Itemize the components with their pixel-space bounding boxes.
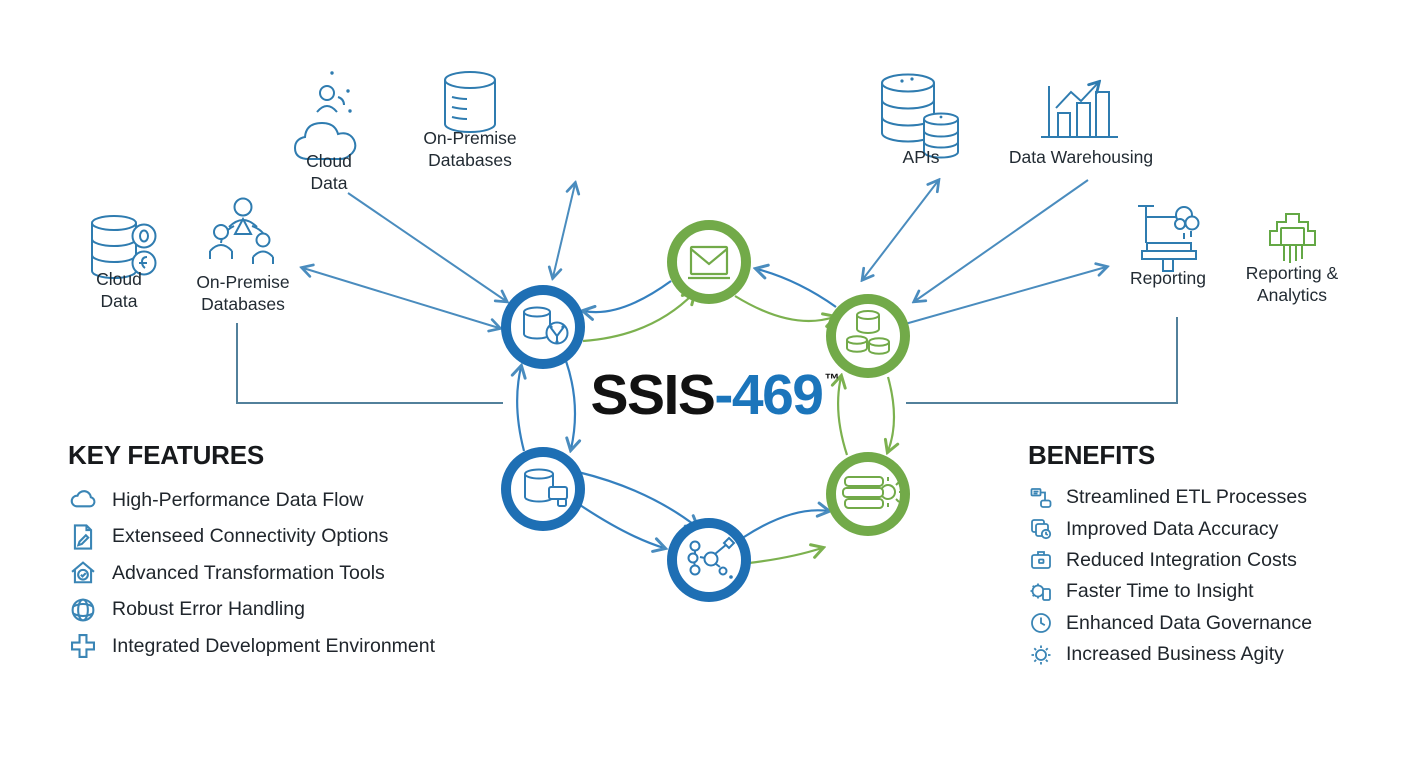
label-data-warehousing: Data Warehousing: [1008, 147, 1154, 167]
cloud-icon: [68, 485, 98, 515]
label-cloud-data-left: Cloud Data: [96, 269, 142, 312]
feature-item: Advanced Transformation Tools: [68, 555, 435, 592]
feature-label: Advanced Transformation Tools: [112, 561, 385, 584]
feature-label: Integrated Development Environment: [112, 634, 436, 657]
curve-coins-to-envelope: [757, 269, 837, 308]
database-badges-icon: [91, 215, 157, 279]
clock-icon: [1028, 610, 1054, 636]
arrow-cloud-top-to-hub: [347, 192, 506, 301]
feature-item: High-Performance Data Flow: [68, 482, 435, 519]
label-cloud-data-top: Cloud Data: [306, 151, 352, 194]
feature-item: Extenseed Connectivity Options: [68, 519, 435, 556]
label-reporting-analytics: Reporting & Analytics: [1245, 263, 1339, 306]
flow-arrows: [303, 180, 1106, 328]
curve-network-to-server-green: [748, 548, 822, 565]
left-l-connector: [236, 323, 503, 404]
feature-label: Extenseed Connectivity Options: [112, 525, 389, 548]
hub-node-database-share-ring: [501, 285, 585, 369]
document-pen-icon: [68, 522, 98, 552]
curve-dbcard-to-network-b: [579, 504, 664, 548]
benefit-label: Faster Time to Insight: [1066, 580, 1254, 603]
globe-icon: [68, 595, 98, 625]
feature-item: Integrated Development Environment: [68, 628, 435, 665]
analytics-chip-icon: [1269, 213, 1316, 263]
curve-db-up: [517, 367, 524, 452]
envelope-icon: [688, 245, 730, 280]
benefit-item: Streamlined ETL Processes: [1028, 482, 1312, 513]
curve-db-to-envelope: [582, 293, 694, 343]
database-share-icon: [523, 306, 569, 345]
key-features-panel: KEY FEATURES High-Performance Data Flow …: [68, 440, 435, 665]
benefits-heading: BENEFITS: [1028, 440, 1155, 470]
arrow-warehouse-to-hub: [915, 179, 1089, 301]
label-onprem-left: On-Premise Databases: [196, 272, 290, 315]
hub-cycle-blue-arrows: [517, 269, 837, 548]
trademark-symbol: ™: [824, 371, 840, 388]
benefit-item: Enhanced Data Governance: [1028, 608, 1312, 639]
curve-server-up: [838, 377, 849, 456]
home-check-icon: [68, 558, 98, 588]
report-press-icon: [1138, 205, 1200, 272]
label-apis: APIs: [902, 147, 940, 167]
arrow-hub-to-reporting: [904, 267, 1106, 325]
hub-node-database-card-ring: [501, 447, 585, 531]
coins-database-icon: [846, 310, 890, 355]
arrow-onprem-top-to-hub: [553, 184, 575, 277]
benefit-label: Reduced Integration Costs: [1066, 548, 1297, 571]
curve-envelope-to-coins: [734, 295, 834, 321]
feature-item: Robust Error Handling: [68, 592, 435, 629]
feature-label: High-Performance Data Flow: [112, 488, 364, 511]
database-icon: [444, 71, 496, 133]
benefit-label: Streamlined ETL Processes: [1066, 486, 1307, 509]
key-features-heading: KEY FEATURES: [68, 440, 265, 470]
benefit-label: Increased Business Agity: [1066, 643, 1284, 666]
bar-chart-trend-icon: [1041, 83, 1118, 138]
benefit-label: Improved Data Accuracy: [1066, 517, 1279, 540]
label-reporting: Reporting: [1130, 268, 1206, 288]
hub-node-coins-ring: [826, 294, 910, 378]
curve-coins-down: [888, 376, 894, 451]
briefcase-icon: [1028, 547, 1054, 573]
database-card-icon: [524, 468, 568, 507]
benefit-item: Increased Business Agity: [1028, 639, 1312, 670]
arrow-onprem-left-to-hub: [303, 268, 499, 328]
hub-node-envelope-ring: [667, 220, 751, 304]
dpad-icon: [68, 631, 98, 661]
curve-dbcard-to-network-a: [577, 470, 697, 527]
benefit-item: Reduced Integration Costs: [1028, 545, 1312, 576]
team-icon: [209, 197, 274, 264]
curve-envelope-to-db: [584, 280, 672, 312]
copy-clock-icon: [1028, 516, 1054, 542]
network-molecule-icon: [687, 536, 736, 579]
curve-network-to-server-blue: [743, 510, 828, 538]
server-burst-icon: [842, 476, 903, 509]
flowchart-icon: [1028, 485, 1054, 511]
label-onprem-top: On-Premise Databases: [423, 128, 517, 171]
sun-gear-icon: [1028, 642, 1054, 668]
title-text-accent: -469: [714, 363, 824, 427]
arrow-apis-to-hub: [863, 181, 938, 279]
hub-cycle-green-arrows: [582, 293, 894, 565]
feature-label: Robust Error Handling: [112, 598, 305, 621]
cloud-figure-icon: [293, 71, 357, 160]
benefits-panel: BENEFITS Streamlined ETL Processes Impro…: [1028, 440, 1312, 670]
stacked-databases-icon: [881, 73, 959, 159]
title-text-black: SSIS: [590, 363, 716, 427]
curve-db-down: [564, 360, 575, 449]
benefit-item: Improved Data Accuracy: [1028, 513, 1312, 544]
right-l-connector: [906, 317, 1178, 404]
benefit-label: Enhanced Data Governance: [1066, 611, 1313, 634]
l-connectors: [236, 317, 1178, 404]
gear-phone-icon: [1028, 579, 1054, 605]
hub-nodes: [501, 220, 910, 602]
benefit-item: Faster Time to Insight: [1028, 576, 1312, 607]
